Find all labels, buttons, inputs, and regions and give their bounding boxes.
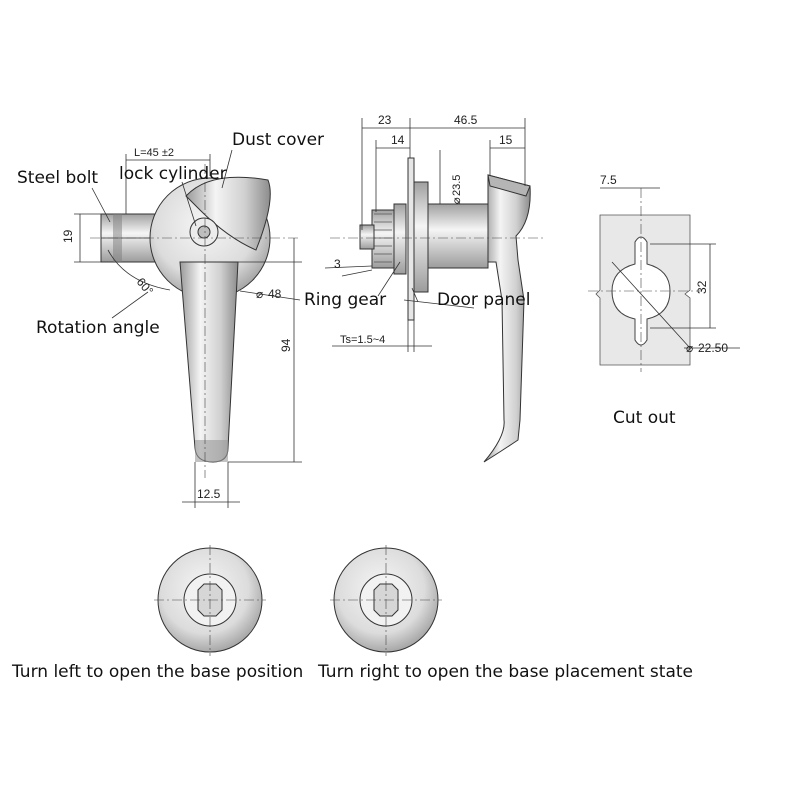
dim-19: 19 xyxy=(61,229,75,243)
dim-ts: Ts=1.5~4 xyxy=(340,334,385,346)
dim-32: 32 xyxy=(695,280,709,294)
bottom-left-view xyxy=(154,545,266,656)
dim-diameter-48-symbol: ⌀ xyxy=(256,287,263,301)
dim-12-5: 12.5 xyxy=(197,487,221,501)
bottom-right-view xyxy=(330,545,442,656)
label-ring-gear: Ring gear xyxy=(304,290,386,310)
dim-14: 14 xyxy=(391,133,405,147)
cutout-view: 7.5 32 ⌀ 22.50 xyxy=(588,173,740,372)
label-door-panel: Door panel xyxy=(437,290,530,310)
label-cut-out: Cut out xyxy=(613,408,676,428)
handle-side xyxy=(483,174,531,463)
dim-diameter-22-50-symbol: ⌀ xyxy=(686,341,693,355)
dim-diameter-48: 48 xyxy=(268,287,282,301)
dim-diameter-23-5: 23.5 xyxy=(451,175,463,196)
front-view: L=45 ±2 19 60° ⌀ 48 94 12.5 xyxy=(61,147,302,508)
dim-3: 3 xyxy=(334,257,341,271)
dim-94: 94 xyxy=(279,338,293,352)
dim-46-5: 46.5 xyxy=(454,113,478,127)
dim-diameter-22-50: 22.50 xyxy=(698,341,728,355)
label-lock-cylinder: lock cylinder xyxy=(119,164,227,184)
label-rotation-angle: Rotation angle xyxy=(36,318,160,338)
side-view: 23 46.5 14 15 23.5 ⌀ 3 Ts=1.5~4 xyxy=(324,113,545,463)
ring-gear xyxy=(371,209,395,269)
dim-7-5: 7.5 xyxy=(600,173,617,187)
handle-front xyxy=(179,261,239,463)
label-turn-right: Turn right to open the base placement st… xyxy=(317,662,693,682)
dust-cover xyxy=(185,176,271,251)
dim-diameter-23-5-symbol: ⌀ xyxy=(451,197,463,204)
label-steel-bolt: Steel bolt xyxy=(17,168,98,188)
door-panel xyxy=(407,157,415,321)
dim-15: 15 xyxy=(499,133,513,147)
dim-23: 23 xyxy=(378,113,392,127)
dim-length: L=45 ±2 xyxy=(134,147,174,159)
label-dust-cover: Dust cover xyxy=(232,130,324,150)
label-turn-left: Turn left to open the base position xyxy=(11,662,303,682)
